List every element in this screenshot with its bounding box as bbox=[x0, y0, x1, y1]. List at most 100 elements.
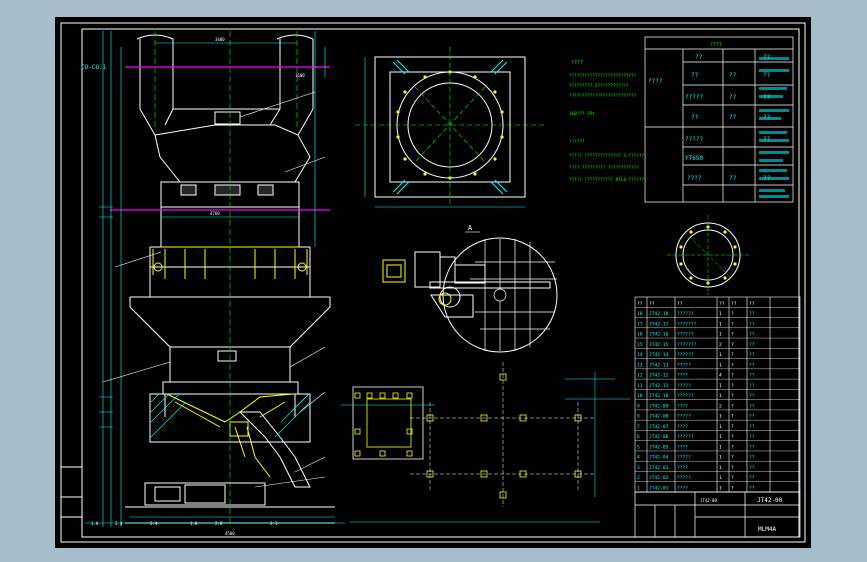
parts-list-cell: JT42-11 bbox=[649, 383, 669, 389]
section-label-a: A bbox=[468, 224, 473, 232]
parts-list-cell: 1 bbox=[719, 332, 722, 338]
parts-list-cell: 2 bbox=[719, 403, 722, 409]
svg-text:4500: 4500 bbox=[225, 531, 235, 536]
parts-list-cell: 17 bbox=[637, 321, 643, 327]
parts-list-cell: 4 bbox=[637, 455, 640, 461]
parts-list-cell: ?? bbox=[719, 301, 725, 307]
tech-note-line: ?????????????????????????? bbox=[569, 93, 637, 99]
mill-foundation-hatch bbox=[150, 393, 310, 438]
foundation-dimensions bbox=[350, 372, 630, 523]
svg-text:2.0: 2.0 bbox=[215, 521, 223, 526]
parts-list-cell: ? bbox=[731, 465, 734, 471]
parts-list-cell: JT42-07 bbox=[649, 424, 669, 430]
tech-note-line: 160??? 5Pt bbox=[569, 111, 595, 117]
mill-yellow-details bbox=[152, 246, 308, 478]
spec-cell: ?? bbox=[729, 175, 737, 182]
spec-table-title: ???? bbox=[710, 42, 722, 48]
parts-list-cell: ???? bbox=[677, 444, 688, 450]
mill-center-lines bbox=[154, 31, 298, 527]
spec-cell: ???? bbox=[648, 78, 663, 85]
parts-list-cell: ?? bbox=[731, 301, 737, 307]
parts-list-cell: ?? bbox=[749, 321, 755, 327]
parts-list-cell: JT42-05 bbox=[649, 444, 669, 450]
parts-list-cell: ? bbox=[731, 362, 734, 368]
svg-text:2.4: 2.4 bbox=[115, 521, 123, 526]
parts-list-cell: JT42-04 bbox=[649, 455, 669, 461]
parts-list-cell: JT42-16 bbox=[649, 332, 669, 338]
parts-list-cell: JT42-01 bbox=[649, 486, 669, 492]
parts-list-cell: ? bbox=[731, 311, 734, 317]
parts-list-cell: ?? bbox=[749, 455, 755, 461]
mill-dimension-chains bbox=[85, 31, 345, 527]
parts-list-cell: 6 bbox=[637, 434, 640, 440]
parts-list-cell: 1 bbox=[719, 352, 722, 358]
parts-list-cell: ??????? bbox=[677, 321, 697, 327]
section-grid bbox=[470, 239, 557, 351]
parts-list-cell: 1 bbox=[719, 321, 722, 327]
parts-list-cell: ?????? bbox=[677, 311, 694, 317]
parts-list-cell: ? bbox=[731, 455, 734, 461]
parts-list-cell: ?? bbox=[649, 301, 655, 307]
parts-list-cell: 4 bbox=[719, 373, 722, 379]
parts-list-cell: JT42-12 bbox=[649, 373, 669, 379]
parts-list-cell: ? bbox=[731, 434, 734, 440]
parts-list-cell: JT42-18 bbox=[649, 311, 669, 317]
spec-cell: ?? bbox=[729, 72, 737, 79]
spec-cell: ?? bbox=[691, 72, 699, 79]
flange-center-lines bbox=[355, 47, 545, 207]
svg-text:3400: 3400 bbox=[215, 37, 225, 42]
parts-list-cell: ?? bbox=[749, 373, 755, 379]
spec-cell: ?? bbox=[695, 54, 703, 61]
parts-list-cell: ? bbox=[731, 373, 734, 379]
parts-list-cell: JT42-17 bbox=[649, 321, 669, 327]
parts-list-cell: ???? bbox=[677, 424, 688, 430]
parts-list-cell: ? bbox=[731, 332, 734, 338]
parts-list-cell: ?????? bbox=[677, 393, 694, 399]
parts-list-cell: 2 bbox=[719, 342, 722, 348]
svg-text:4760: 4760 bbox=[210, 211, 220, 216]
parts-list-cell: 1 bbox=[719, 434, 722, 440]
svg-text:1.8: 1.8 bbox=[190, 521, 198, 526]
parts-list-cell: 9 bbox=[637, 403, 640, 409]
spec-cell: ???? bbox=[687, 175, 702, 182]
parts-list-cell: ?? bbox=[637, 301, 643, 307]
parts-list-cell: 5 bbox=[637, 444, 640, 450]
spec-cell: ?? bbox=[763, 72, 771, 79]
parts-list-cell: 1 bbox=[719, 475, 722, 481]
parts-list-cell: JT42-09 bbox=[649, 403, 669, 409]
parts-list-cell: ????? bbox=[677, 362, 691, 368]
parts-list-cell: 1 bbox=[719, 311, 722, 317]
parts-list-cell: ?? bbox=[677, 301, 683, 307]
parts-list-cell: ?? bbox=[749, 332, 755, 338]
parts-list-cell: ????? bbox=[677, 455, 691, 461]
parts-list-cell: ?? bbox=[749, 311, 755, 317]
section-view bbox=[414, 237, 558, 353]
parts-list-cell: ?? bbox=[749, 362, 755, 368]
parts-list-cell: ?? bbox=[749, 486, 755, 492]
parts-list-cell: ????? bbox=[677, 414, 691, 420]
parts-list-cell: ?????? bbox=[677, 352, 694, 358]
parts-list-cell: ???? bbox=[677, 373, 688, 379]
parts-list-cell: 1 bbox=[719, 455, 722, 461]
spec-cell: ?? bbox=[729, 94, 737, 101]
parts-list-cell: 7 bbox=[637, 424, 640, 430]
parts-list-cell: ?? bbox=[749, 434, 755, 440]
parts-list-cell: 1 bbox=[637, 486, 640, 492]
parts-list-cell: ?? bbox=[749, 301, 755, 307]
spec-table bbox=[644, 36, 794, 203]
parts-list-cell: 18 bbox=[637, 311, 643, 317]
parts-list-cell: 13 bbox=[637, 362, 643, 368]
spec-cell: ?? bbox=[729, 114, 737, 121]
parts-list-cell: ? bbox=[731, 486, 734, 492]
svg-text:3.1: 3.1 bbox=[270, 521, 278, 526]
parts-list-cell: 1 bbox=[719, 465, 722, 471]
parts-list-cell: ?? bbox=[749, 383, 755, 389]
foundation-plan bbox=[341, 386, 435, 460]
flange-plan-view bbox=[364, 56, 526, 208]
spec-table-fill bbox=[759, 57, 789, 198]
tech-notes: ?????????????????????????? ????????? 2??… bbox=[569, 73, 644, 183]
